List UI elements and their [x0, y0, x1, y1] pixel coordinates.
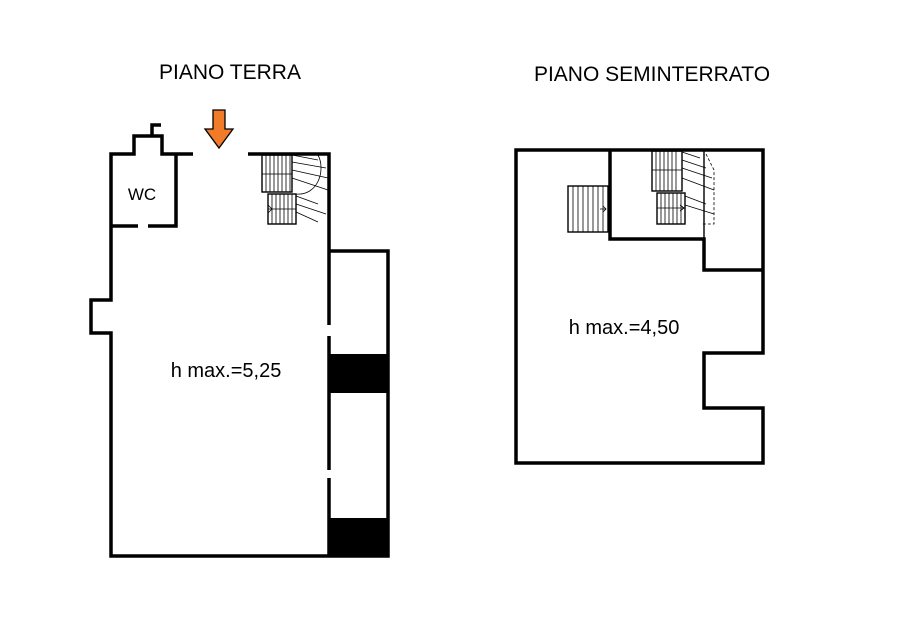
ground-floor-plan: WC h max.=5,25 [89, 109, 390, 558]
ground-floor-height-label: h max.=5,25 [171, 360, 282, 382]
ground-floor-staircase [261, 154, 329, 225]
basement-stair-walls [608, 150, 763, 272]
basement-plan: h max.=4,50 [514, 148, 765, 465]
basement-title: PIANO SEMINTERRATO [534, 63, 770, 86]
basement-staircase [651, 150, 715, 225]
basement-small-stair [567, 185, 609, 233]
ground-floor-outer-walls [89, 123, 390, 558]
entrance-arrow-icon [203, 109, 235, 150]
basement-outer-walls [514, 148, 765, 465]
basement-height-label: h max.=4,50 [569, 317, 680, 339]
wall-block-lower [329, 518, 389, 557]
wall-block-upper [329, 354, 389, 393]
wc-label: WC [128, 185, 156, 204]
wc-partition [111, 154, 178, 228]
ground-floor-title: PIANO TERRA [159, 61, 301, 84]
